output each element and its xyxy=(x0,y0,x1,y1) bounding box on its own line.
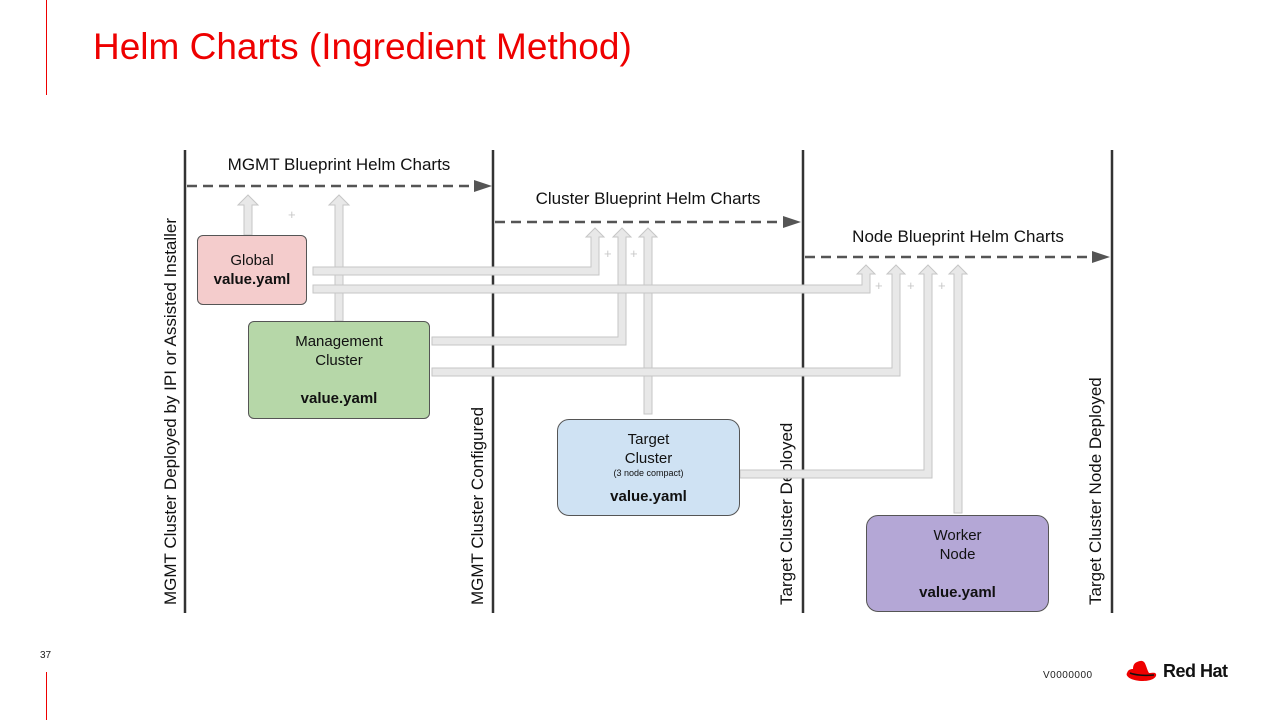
target-box-note: (3 node compact) xyxy=(613,467,684,478)
worker-box-line1: Worker xyxy=(933,526,982,544)
target-box-yaml: value.yaml xyxy=(610,487,687,505)
page-number: 37 xyxy=(40,650,52,661)
milestone-label-1: MGMT Cluster Deployed by IPI or Assisted… xyxy=(161,218,180,605)
global-values-box: Global value.yaml xyxy=(197,235,307,305)
milestone-label-2: MGMT Cluster Configured xyxy=(468,407,487,605)
plus-sign-4: + xyxy=(875,278,883,293)
plus-sign-2: + xyxy=(604,246,612,261)
worker-box-line2: Node xyxy=(939,545,976,563)
worker-node-box: Worker Node value.yaml xyxy=(866,515,1049,612)
pipe-global-node xyxy=(312,264,877,294)
plus-sign-3: + xyxy=(630,246,638,261)
pipe-global-cluster xyxy=(312,227,606,276)
milestone-label-3: Target Cluster Deployed xyxy=(777,423,796,605)
brand-name: Red Hat xyxy=(1163,660,1228,681)
target-box-line1: Target xyxy=(627,430,670,448)
plus-sign-6: + xyxy=(938,278,946,293)
pipe-global-up xyxy=(236,194,260,236)
pipe-management-up xyxy=(327,194,351,322)
management-box-yaml: value.yaml xyxy=(300,390,378,407)
bottom-accent-line xyxy=(46,672,47,720)
worker-box-yaml: value.yaml xyxy=(919,583,996,601)
phase-arrowhead-node xyxy=(1092,251,1110,263)
pipe-worker-up xyxy=(947,264,969,514)
version-code: V0000000 xyxy=(1043,670,1093,681)
pipe-target-node xyxy=(739,264,939,479)
red-hat-icon xyxy=(1126,660,1157,681)
slide-title: Helm Charts (Ingredient Method) xyxy=(93,26,632,67)
management-box-line2: Cluster xyxy=(315,352,363,369)
phase-label-mgmt: MGMT Blueprint Helm Charts xyxy=(228,155,451,174)
brand-logo: Red Hat xyxy=(1125,660,1228,682)
milestone-label-4: Target Cluster Node Deployed xyxy=(1086,377,1105,605)
pipe-target-up xyxy=(637,227,659,415)
target-box-line2: Cluster xyxy=(624,449,673,467)
target-cluster-box: Target Cluster (3 node compact) value.ya… xyxy=(557,419,740,516)
global-box-yaml: value.yaml xyxy=(213,271,291,288)
plus-sign-5: + xyxy=(907,278,915,293)
top-accent-line xyxy=(46,0,47,95)
management-cluster-box: Management Cluster value.yaml xyxy=(248,321,430,419)
phase-label-node: Node Blueprint Helm Charts xyxy=(852,227,1064,246)
phase-arrowhead-cluster xyxy=(783,216,801,228)
plus-sign-1: + xyxy=(288,207,296,222)
management-box-line1: Management xyxy=(295,333,383,350)
global-box-label: Global xyxy=(230,252,274,269)
pipe-management-node xyxy=(431,264,907,377)
phase-label-cluster: Cluster Blueprint Helm Charts xyxy=(536,189,761,208)
phase-arrowhead-mgmt xyxy=(474,180,492,192)
